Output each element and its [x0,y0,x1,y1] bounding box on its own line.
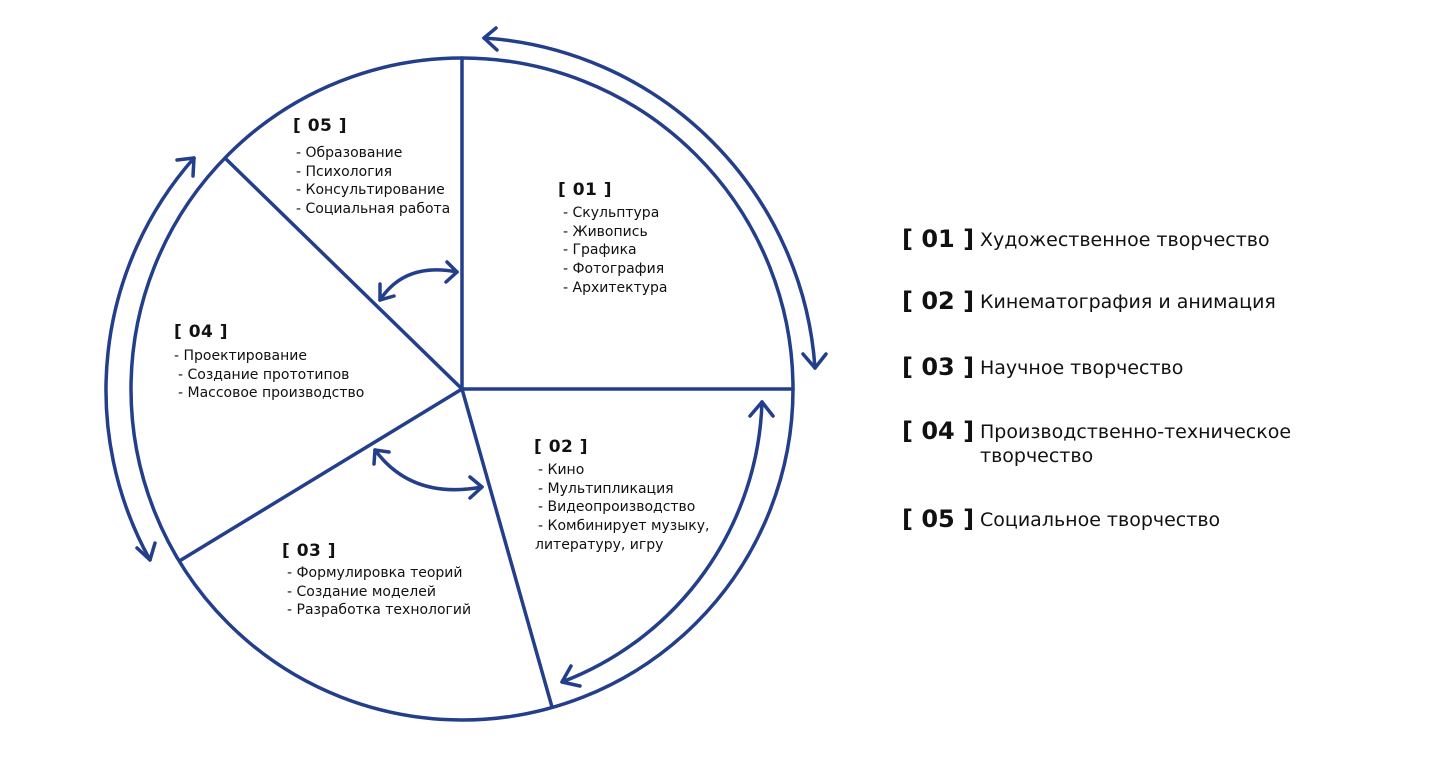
list-item: - Кино [538,462,585,478]
legend-text: Научное творчество [980,357,1184,379]
sector-01-label: [ 01 ] [558,180,613,200]
legend-number: [ 01 ] [902,225,975,253]
arrow-inner-lower [373,448,484,492]
arrow-04-outer-head-start-icon [175,156,196,178]
list-item: - Образование [296,145,403,161]
legend-text: Производственно-техническое творчество [980,421,1292,467]
arrow-02-outer [560,400,764,684]
arrow-02-outer-head-start-icon [748,400,775,418]
sector-01-items: - Скульптура - Живопись - Графика - Фото… [563,204,667,298]
list-item: литературу, игру [535,536,664,553]
sector-02-label: [ 02 ] [534,437,589,457]
sector-02-items: - Кино - Мультипликация - Видеопроизводс… [535,461,710,555]
arrow-04-outer-head-end-icon [135,541,157,562]
legend-number: [ 02 ] [902,287,975,315]
list-item: - Фотография [563,261,665,278]
sector-05-items: - Образование - Психология - Консультиро… [296,144,450,219]
arrow-inner-lower-head-end-icon [468,475,484,500]
divider-03-04 [179,387,464,562]
list-item: - Создание прототипов [178,366,350,383]
list-item: - Психология [296,163,393,180]
legend-text: Социальное творчество [980,509,1221,531]
list-item: - Мультипликация [538,480,674,497]
list-item: - Массовое производство [178,385,365,402]
legend-text: Художественное творчество [980,229,1270,251]
list-item: - Видеопроизводство [538,499,696,516]
legend-number: [ 03 ] [902,353,975,381]
legend-number: [ 05 ] [902,505,975,533]
arrow-01-outer-head-start-icon [482,26,499,52]
arrow-inner-upper-head-start-icon [378,282,396,302]
list-item: - Архитектура [563,279,668,296]
list-item: - Формулировка теорий [287,565,463,581]
arrow-inner-upper-head-end-icon [444,260,459,284]
divider-02-03 [460,387,554,709]
arrow-01-outer-head-end-icon [801,352,828,370]
divider-04-05 [224,157,464,391]
arrow-04-outer [104,156,196,562]
list-item: - Консультирование [296,182,445,199]
legend-text: Кинематография и анимация [980,291,1276,313]
sector-03-items: - Формулировка теорий - Создание моделей… [287,564,471,620]
list-item: - Живопись [563,223,648,240]
arrow-02-outer-head-end-icon [560,664,582,688]
sector-05-label: [ 05 ] [293,116,348,136]
list-item: - Социальная работа [296,201,451,218]
list-item: - Проектирование [174,348,307,364]
list-item: - Графика [563,242,637,259]
arrow-01-outer [482,36,817,370]
list-item: - Разработка технологий [287,602,472,619]
sector-03-label: [ 03 ] [282,541,337,561]
arrow-inner-upper [378,268,459,302]
legend-number: [ 04 ] [902,417,975,445]
sector-04-items: - Проектирование - Создание прототипов -… [174,347,364,403]
list-item: - Комбинирует музыку, [538,518,710,535]
sector-04-label: [ 04 ] [174,322,229,342]
list-item: - Создание моделей [287,583,436,600]
list-item: - Скульптура [563,205,660,221]
arrow-inner-lower-head-start-icon [372,448,391,466]
